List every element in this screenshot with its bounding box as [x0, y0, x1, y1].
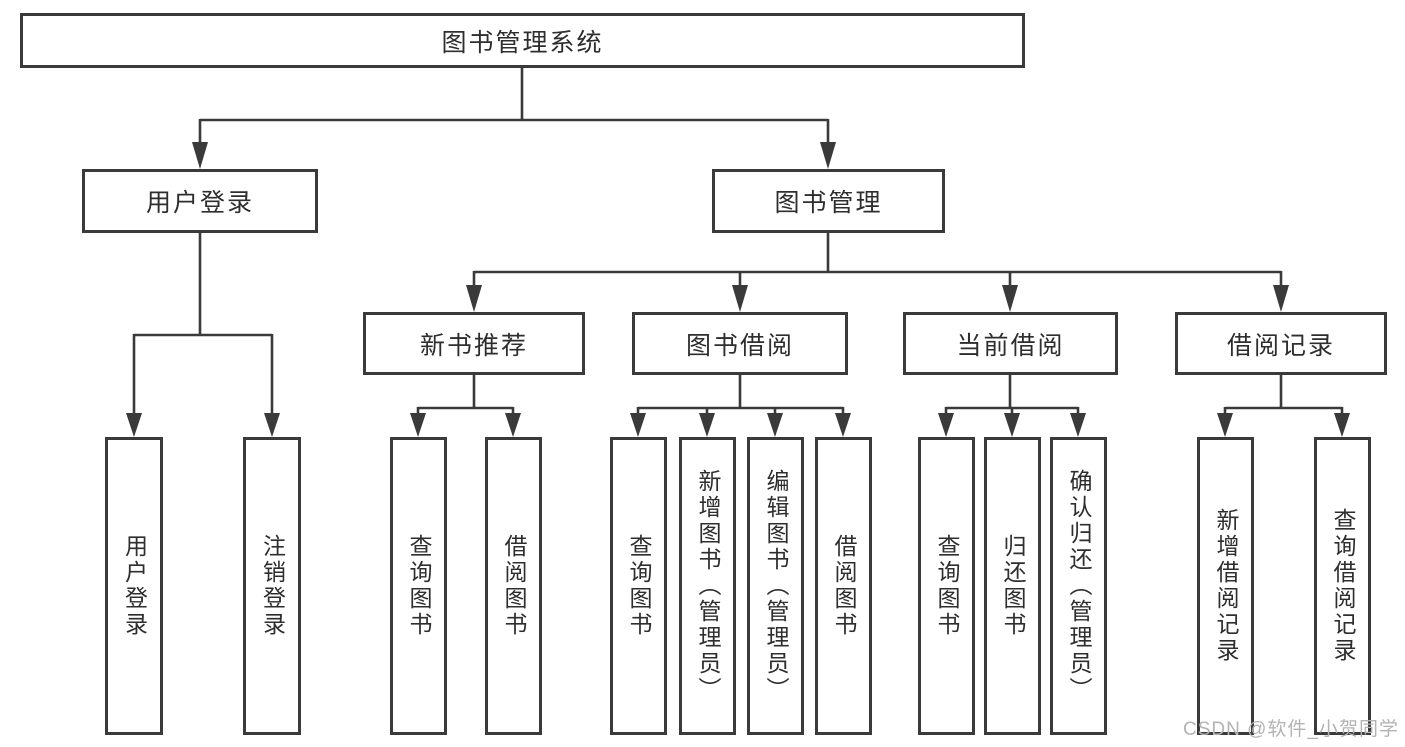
node-leaf-return-books: 归还图书 — [984, 437, 1041, 735]
node-leaf-add-borrow-record: 新增借阅记录 — [1197, 437, 1254, 735]
node-root-system: 图书管理系统 — [20, 13, 1025, 68]
node-leaf-query-books-current: 查询图书 — [918, 437, 975, 735]
node-leaf-edit-book-admin: 编辑图书（管理员） — [747, 437, 804, 735]
node-leaf-borrow-books-rec: 借阅图书 — [485, 437, 542, 735]
node-leaf-query-borrow-record: 查询借阅记录 — [1314, 437, 1371, 735]
node-leaf-add-book-admin: 新增图书（管理员） — [679, 437, 736, 735]
node-leaf-logout: 注销登录 — [243, 437, 301, 735]
node-leaf-query-books-rec: 查询图书 — [390, 437, 447, 735]
arrowheads — [126, 142, 1350, 437]
node-leaf-user-login: 用户登录 — [105, 437, 163, 735]
node-user-login: 用户登录 — [82, 169, 318, 233]
csdn-watermark: CSDN @软件_小贺同学 — [1183, 719, 1399, 740]
node-leaf-query-books-borrow: 查询图书 — [610, 437, 667, 735]
connector-paths — [132, 68, 1344, 417]
node-leaf-confirm-return-admin: 确认归还（管理员） — [1050, 437, 1107, 735]
node-new-book-recommendation: 新书推荐 — [363, 312, 585, 375]
node-leaf-borrow-books: 借阅图书 — [815, 437, 872, 735]
node-book-management: 图书管理 — [712, 169, 945, 233]
node-book-borrowing: 图书借阅 — [632, 312, 848, 375]
node-current-borrowing: 当前借阅 — [903, 312, 1118, 375]
node-borrowing-records: 借阅记录 — [1175, 312, 1387, 375]
